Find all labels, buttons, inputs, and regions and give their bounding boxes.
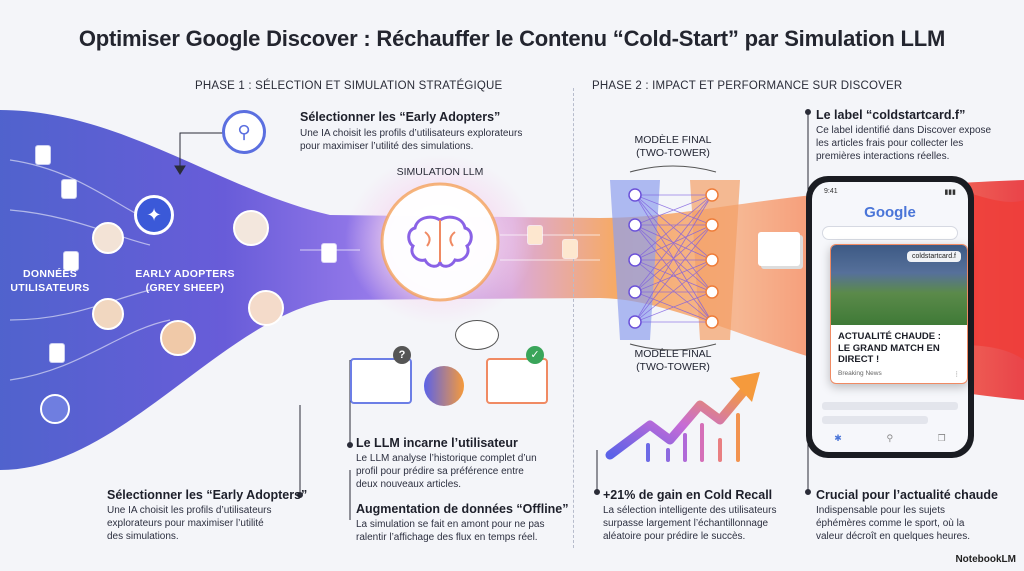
- google-logo: Google: [864, 204, 916, 221]
- document-icon: [64, 252, 78, 270]
- status-icons: ▮▮▮: [944, 189, 956, 196]
- brain-icon: [407, 215, 473, 268]
- bottom-nav: ✱ ⚲ ❐: [812, 433, 968, 444]
- home-icon[interactable]: ✱: [834, 433, 842, 443]
- label-model-bottom: MODÈLE FINAL (TWO-TOWER): [634, 348, 712, 373]
- avatar: [160, 320, 196, 356]
- search-input[interactable]: [822, 226, 958, 240]
- notebooklm-logo: NotebookLM: [955, 554, 1016, 565]
- label-donnees: DONNÉES UTILISATEURS: [10, 268, 90, 294]
- match-photo: coldstartcard.f: [831, 245, 967, 325]
- early-bottom-text: Une IA choisit les profils d’utilisateur…: [107, 505, 272, 542]
- llm-heading: Le LLM incarne l’utilisateur: [356, 436, 518, 450]
- brain-search-icon: ⚲: [222, 110, 266, 154]
- crucial-text: Indispensable pour les sujets éphémères …: [816, 505, 970, 542]
- check-icon: ✓: [526, 346, 544, 364]
- article-a-icon: [350, 358, 412, 404]
- early-bottom-heading: Sélectionner les “Early Adopters”: [107, 488, 308, 502]
- gain-text: La sélection intelligente des utilisateu…: [603, 505, 777, 542]
- head-icon: [424, 366, 464, 406]
- avatar: [92, 298, 124, 330]
- label-simulation: SIMULATION LLM: [396, 166, 484, 178]
- placeholder-line: [822, 416, 928, 424]
- thought-bubble-icon: [455, 320, 499, 350]
- label-model-top: MODÈLE FINAL (TWO-TOWER): [634, 134, 712, 159]
- coldstart-badge: coldstartcard.f: [907, 251, 961, 262]
- document-icon: [563, 240, 577, 258]
- label-early-adopters: EARLY ADOPTERS (GREY SHEEP): [135, 268, 235, 294]
- document-icon: [528, 226, 542, 244]
- avatar: [248, 290, 284, 326]
- card-source: Breaking News: [838, 369, 882, 377]
- search-icon[interactable]: ⚲: [886, 433, 894, 443]
- document-icon: [50, 344, 64, 362]
- avatar: [233, 210, 269, 246]
- discover-card[interactable]: coldstartcard.f ACTUALITÉ CHAUDE : LE GR…: [830, 244, 968, 384]
- phase1-title: PHASE 1 : SÉLECTION ET SIMULATION STRATÉ…: [195, 80, 503, 92]
- question-icon: ?: [393, 346, 411, 364]
- llm-text: Le LLM analyse l’historique complet d’un…: [356, 453, 537, 490]
- compass-icon: ✦: [134, 195, 174, 235]
- avatar: [92, 222, 124, 254]
- offline-heading: Augmentation de données “Offline”: [356, 502, 569, 516]
- gain-heading: +21% de gain en Cold Recall: [603, 488, 773, 502]
- document-icon: [36, 146, 50, 164]
- placeholder-line: [822, 402, 958, 410]
- offline-text: La simulation se fait en amont pour ne p…: [356, 519, 545, 543]
- share-icon[interactable]: ⋮: [953, 370, 961, 378]
- document-icon: [322, 244, 336, 262]
- article-b-icon: [486, 358, 548, 404]
- crucial-heading: Crucial pour l’actualité chaude: [816, 488, 998, 502]
- avatar: [40, 394, 70, 424]
- card-headline: ACTUALITÉ CHAUDE : LE GRAND MATCH EN DIR…: [838, 331, 941, 365]
- document-icon: [62, 180, 76, 198]
- page-title: Optimiser Google Discover : Réchauffer l…: [78, 26, 946, 51]
- phase2-title: PHASE 2 : IMPACT ET PERFORMANCE SUR DISC…: [592, 80, 903, 92]
- early-top-text: Une IA choisit les profils d’utilisateur…: [300, 128, 523, 152]
- tabs-icon[interactable]: ❐: [937, 433, 946, 443]
- status-time: 9:41: [824, 188, 838, 195]
- label-heading: Le label “coldstartcard.f”: [816, 108, 966, 122]
- news-stack-icon: [758, 232, 800, 266]
- phase-divider: [573, 88, 574, 548]
- label-text: Ce label identifié dans Discover expose …: [816, 125, 992, 162]
- early-top-heading: Sélectionner les “Early Adopters”: [300, 110, 501, 124]
